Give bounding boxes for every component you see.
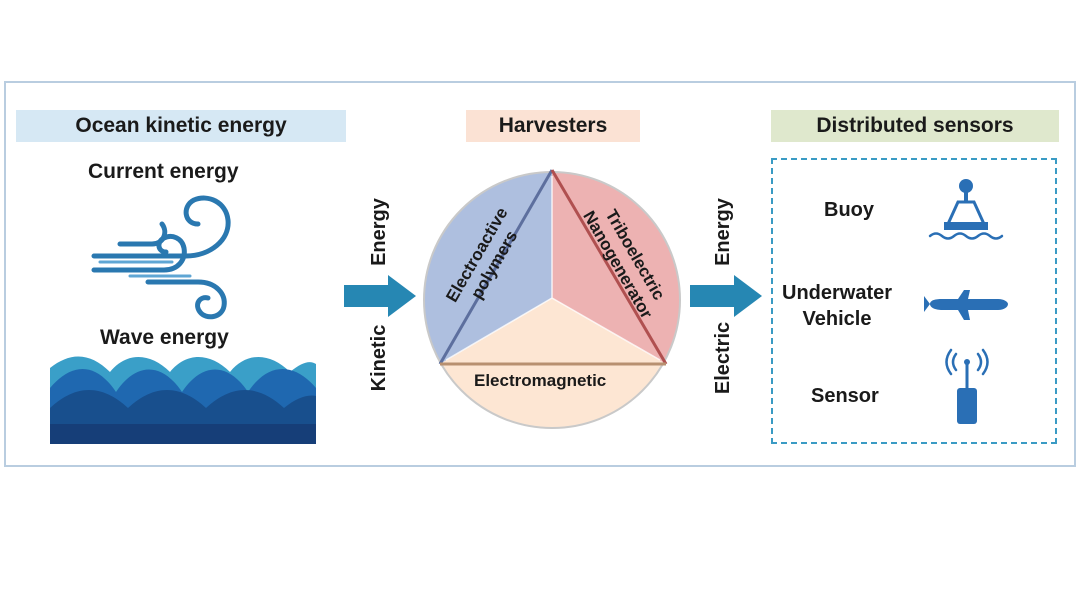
ocean-waves-icon [50,356,316,444]
underwater-vehicle-icon [924,290,1008,320]
electric-energy-arrow [690,275,762,317]
sensor-antenna-icon [945,348,989,424]
right-arrow-energy-label: Energy [712,198,734,266]
ocean-kinetic-energy-header: Ocean kinetic energy [16,110,346,142]
wind-swirl-icon [91,195,231,320]
underwater-vehicle-label: Underwater Vehicle [782,282,893,330]
wave-energy-label: Wave energy [100,326,229,349]
right-arrow-electric-label: Electric [712,321,734,395]
distributed-sensors-header: Distributed sensors [771,110,1059,142]
sensors-dashed-box [771,158,1057,444]
sensor-label: Sensor [811,385,879,407]
buoy-icon [928,179,1004,240]
buoy-label: Buoy [824,199,874,221]
current-energy-label: Current energy [88,160,239,183]
kinetic-energy-arrow [344,275,416,317]
harvesters-circle-diagram [423,169,681,429]
electromagnetic-label: Electromagnetic [474,371,607,390]
left-arrow-kinetic-label: Kinetic [368,324,390,392]
left-arrow-energy-label: Energy [368,198,390,266]
harvesters-header: Harvesters [466,110,640,142]
